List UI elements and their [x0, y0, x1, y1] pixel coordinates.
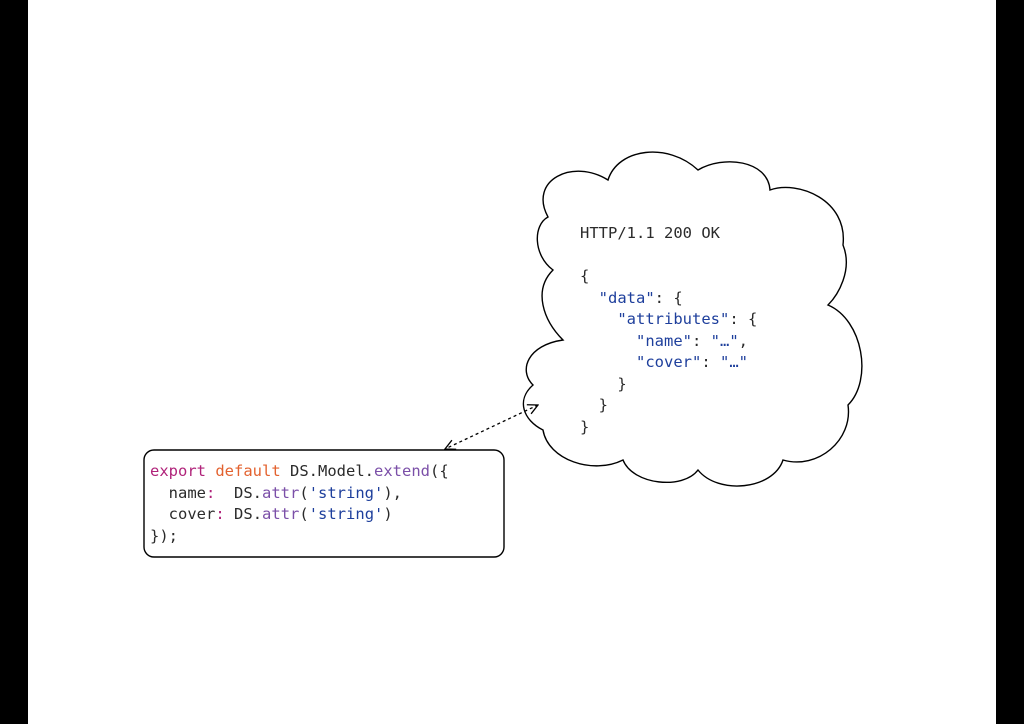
http-status-line: HTTP/1.1 200 OK	[580, 224, 720, 242]
name-type-string: 'string'	[308, 483, 384, 502]
diagram-svg	[143, 151, 863, 558]
api-response-cloud	[522, 151, 863, 487]
json-close-attributes: }	[617, 374, 627, 393]
json-name-value: "…"	[710, 331, 739, 350]
cover-type-string: 'string'	[308, 505, 384, 523]
json-attributes-line: "attributes": {	[617, 310, 758, 328]
ember-model-code: export default DS.Model.extend({ name: D…	[150, 461, 449, 547]
default-keyword: default	[215, 462, 281, 480]
json-name-line: "name": "…",	[636, 331, 749, 350]
json-attributes-key: "attributes"	[617, 310, 730, 328]
model-cover-line: cover: DS.attr('string')	[168, 505, 393, 523]
json-open-brace: {	[580, 267, 590, 285]
model-name-line: name: DS.attr('string'),	[168, 483, 403, 502]
json-data-line: "data": {	[598, 288, 683, 307]
json-response-text: HTTP/1.1 200 OK { "data": { "attributes":…	[580, 223, 757, 438]
cover-property: cover	[168, 505, 216, 523]
cover-attr-function: attr	[262, 505, 300, 523]
slide-canvas: HTTP/1.1 200 OK { "data": { "attributes":…	[28, 0, 996, 724]
json-cover-value: "…"	[720, 353, 748, 371]
extend-function: extend	[374, 462, 431, 480]
json-data-key: "data"	[598, 288, 655, 307]
json-name-key: "name"	[636, 331, 692, 350]
export-keyword: export	[150, 462, 206, 480]
model-close-line: });	[150, 526, 178, 545]
name-property: name	[168, 483, 206, 502]
json-cover-line: "cover": "…"	[636, 353, 748, 371]
json-cover-key: "cover"	[636, 353, 702, 371]
bidirectional-mapping-arrow	[445, 405, 538, 449]
model-extend-line: export default DS.Model.extend({	[150, 462, 449, 480]
name-attr-function: attr	[262, 483, 300, 502]
json-close-root: }	[580, 417, 590, 436]
ember-model-box	[143, 449, 505, 558]
json-close-data: }	[598, 396, 609, 414]
